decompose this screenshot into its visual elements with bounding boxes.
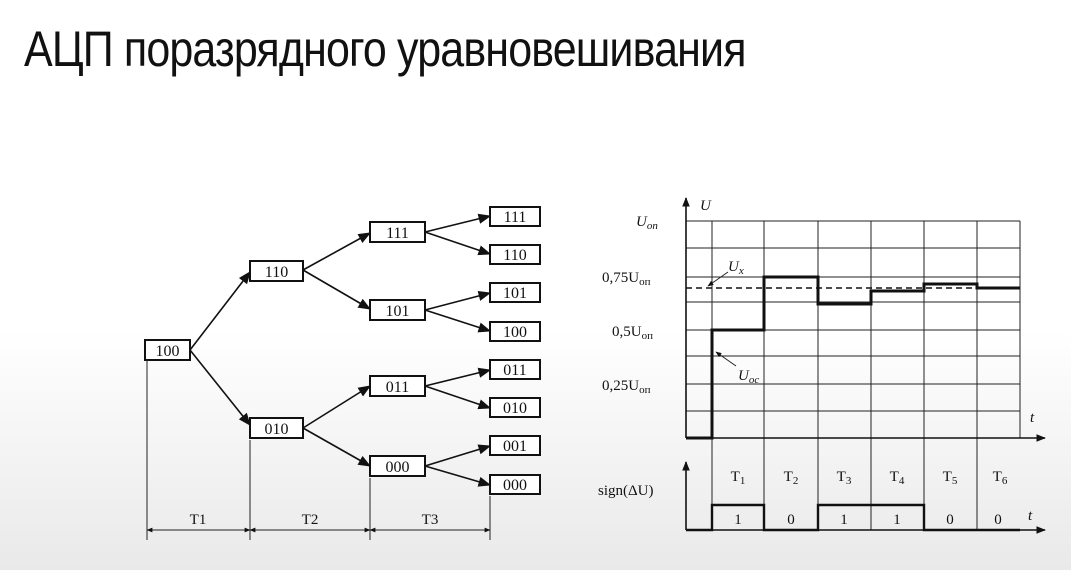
tree-node [489,435,541,456]
step-label: T2 [784,469,799,487]
tree-node-label: 011 [386,379,409,396]
sign-label: sign(ΔU) [598,483,653,499]
tree-node-label: 010 [503,400,527,417]
tree-node [144,339,191,361]
tree-node [489,359,541,380]
tree-arrow [302,269,372,310]
t-axis-label-2: t [1028,508,1033,524]
tree-arrow [302,385,372,429]
tree-node [489,397,541,418]
bit-value: 1 [734,512,742,528]
y-label-075: 0,75Uоп [602,270,651,288]
t-axis-label: t [1030,410,1035,426]
u-axis-label: U [700,198,712,214]
step-label: T4 [890,469,905,487]
tree-arrow [424,367,492,387]
tree-arrow [424,385,492,410]
tree-arrow [189,349,251,426]
tree-node-label: 111 [386,225,409,242]
tree-arrow [424,465,492,487]
tree-arrow [302,427,372,467]
decision-tree: 100 110 010 111 101 011 000 111 110 101 … [144,206,541,540]
tree-node-label: 110 [503,247,526,264]
tree-node-label: 110 [265,264,288,281]
tree-node-label: 111 [504,209,527,226]
period-label: T1 [190,512,207,528]
bit-value: 1 [840,512,848,528]
timing-diagram: U t t Uоп 0,75Uоп 0,5Uоп 0,25Uоп Ux Uос … [598,197,1046,534]
tree-arrow [424,309,492,333]
page-title: АЦП поразрядного уравновешивания [24,21,746,77]
tree-node-label: 000 [503,477,527,494]
tree-node [369,455,426,477]
step-label: T5 [943,469,958,487]
bit-value: 0 [946,512,954,528]
tree-node [249,260,304,282]
tree-node [489,321,541,342]
tree-node [369,299,426,321]
y-label-uop: Uоп [636,214,658,232]
tree-arrow [424,231,492,256]
step-label: T1 [731,469,746,487]
tree-arrow [424,213,492,233]
step-label: T6 [993,469,1008,487]
sign-pulses [686,503,1020,532]
tree-arrow [189,270,251,351]
tree-node [489,282,541,303]
tree-arrow [424,290,492,311]
tree-node-label: 011 [503,362,526,379]
tree-node [489,206,541,227]
tree-arrow [302,232,372,271]
y-label-025: 0,25Uоп [602,378,651,396]
tree-node-label: 100 [156,343,180,360]
tree-node-label: 001 [503,438,527,455]
period-label: T2 [302,512,319,528]
uoc-staircase [686,275,1020,440]
tree-node-label: 100 [503,324,527,341]
ux-label: Ux [728,259,744,277]
tree-node [369,221,426,243]
y-label-05: 0,5Uоп [612,324,653,342]
tree-node-label: 101 [386,303,410,320]
tree-node [489,244,541,265]
uoc-label: Uос [738,368,759,386]
bit-value: 0 [994,512,1002,528]
tree-node [249,417,304,439]
step-label: T3 [837,469,852,487]
period-label: T3 [422,512,439,528]
tree-node [369,375,426,397]
tree-node [489,474,541,495]
tree-arrow [424,444,492,467]
tree-node-label: 010 [265,421,289,438]
bit-value: 0 [787,512,795,528]
tree-node-label: 101 [503,285,527,302]
bit-value: 1 [893,512,901,528]
tree-node-label: 000 [386,459,410,476]
